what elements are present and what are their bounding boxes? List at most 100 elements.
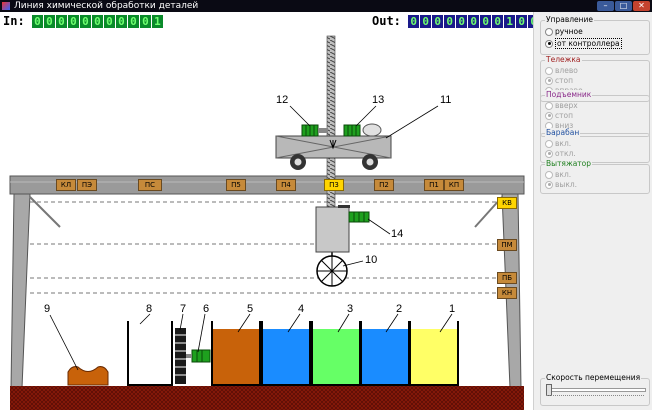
output-bit: 0 (432, 15, 444, 28)
input-bit: 0 (43, 15, 55, 28)
tank-2 (360, 321, 410, 386)
title-bar: Линия химической обработки деталей – □ ✕ (0, 0, 652, 12)
radio-lift-up[interactable]: вверх (545, 101, 578, 110)
group-cart-label: Тележка (545, 55, 582, 64)
speed-slider-ticks (546, 395, 644, 399)
callout-2: 2 (396, 303, 403, 315)
callout-3: 3 (347, 303, 354, 315)
group-fan-label: Вытяжатор (545, 159, 593, 168)
callout-10: 10 (365, 254, 378, 266)
output-bit: 0 (444, 15, 456, 28)
output-bit: 0 (420, 15, 432, 28)
group-speed: Скорость перемещения (540, 373, 650, 406)
input-bit: 0 (91, 15, 103, 28)
radio-lift-stop[interactable]: стоп (545, 111, 573, 120)
radio-indicator (545, 76, 553, 85)
radio-indicator (545, 139, 553, 148)
fan-motor-6 (186, 349, 211, 363)
cart-motor-12 (301, 124, 328, 137)
dryer-9 (67, 366, 109, 386)
input-bit: 0 (67, 15, 79, 28)
output-bit: 0 (456, 15, 468, 28)
callout-1: 1 (449, 303, 456, 315)
left-leg (10, 193, 31, 389)
callout-4: 4 (298, 303, 305, 315)
radio-indicator (545, 149, 553, 158)
input-bit: 0 (127, 15, 139, 28)
radio-indicator (545, 27, 553, 36)
lift-carriage (315, 205, 370, 260)
radio-indicator (545, 101, 553, 110)
floor (10, 386, 524, 410)
radio-control-plc[interactable]: от контроллера (545, 38, 622, 49)
rail-tag-kl: КЛ (56, 179, 76, 191)
radio-indicator (545, 66, 553, 75)
drum (316, 255, 348, 287)
input-bit: 1 (151, 15, 163, 28)
side-tag-kv: КВ (497, 197, 517, 209)
input-bit: 0 (115, 15, 127, 28)
output-bit: 0 (408, 15, 420, 28)
group-lift: Подъемник вверх стоп вниз (540, 90, 650, 137)
app-icon (2, 2, 10, 10)
group-fan: Вытяжатор вкл. выкл. (540, 159, 650, 194)
radio-drum-off[interactable]: откл. (545, 149, 576, 158)
window-title: Линия химической обработки деталей (14, 1, 199, 11)
callout-7: 7 (180, 303, 187, 315)
group-control-label: Управление (545, 15, 595, 24)
output-bit: 0 (516, 15, 528, 28)
rail-tag-ps: ПС (138, 179, 162, 191)
rail-tag-p1: П1 (424, 179, 444, 191)
tank-5 (211, 321, 261, 386)
radio-indicator (545, 180, 553, 189)
close-button[interactable]: ✕ (633, 1, 650, 11)
rail-tag-p2: П2 (374, 179, 394, 191)
rail-tag-p4: П4 (276, 179, 296, 191)
lift-motor-13 (343, 123, 382, 137)
output-bit: 0 (492, 15, 504, 28)
tank-3 (311, 321, 361, 386)
left-brace (29, 196, 61, 228)
output-bit: 1 (504, 15, 516, 28)
output-bit: 0 (468, 15, 480, 28)
callout-5: 5 (247, 303, 254, 315)
side-tag-pm: ПМ (497, 239, 517, 251)
rail-tag-p3: П3 (324, 179, 344, 191)
tank-4 (261, 321, 311, 386)
callout-6: 6 (203, 303, 210, 315)
maximize-button[interactable]: □ (615, 1, 632, 11)
rail-tag-kp: КП (444, 179, 464, 191)
process-scene (9, 35, 525, 410)
callout-11: 11 (440, 94, 452, 106)
radio-indicator (545, 170, 553, 179)
input-bit: 0 (31, 15, 43, 28)
tank-8 (127, 321, 173, 386)
rail-tag-p5: П5 (226, 179, 246, 191)
group-drum: Барабан вкл. откл. (540, 128, 650, 163)
radio-control-manual[interactable]: ручное (545, 27, 583, 36)
group-speed-label: Скорость перемещения (545, 373, 642, 382)
radio-fan-on[interactable]: вкл. (545, 170, 571, 179)
tank-1 (409, 321, 459, 386)
radio-fan-off[interactable]: выкл. (545, 180, 577, 189)
radio-drum-on[interactable]: вкл. (545, 139, 571, 148)
minimize-button[interactable]: – (597, 1, 614, 11)
group-drum-label: Барабан (545, 128, 581, 137)
side-tag-kn: КН (497, 287, 517, 299)
output-label: Out: (372, 14, 401, 28)
rail-tag-pe: ПЭ (77, 179, 97, 191)
speed-slider-track[interactable] (546, 388, 646, 392)
radio-cart-left[interactable]: влево (545, 66, 578, 75)
callout-13: 13 (372, 94, 385, 106)
input-bit: 0 (79, 15, 91, 28)
radio-cart-stop[interactable]: стоп (545, 76, 573, 85)
callout-8: 8 (146, 303, 153, 315)
side-tag-pb: ПБ (497, 272, 517, 284)
input-label: In: (3, 14, 25, 28)
radio-indicator (545, 111, 553, 120)
input-bit: 0 (103, 15, 115, 28)
control-panel: Управление ручное от контроллера Тележка… (533, 12, 652, 410)
cart (275, 135, 392, 170)
leader-lines (49, 105, 453, 371)
